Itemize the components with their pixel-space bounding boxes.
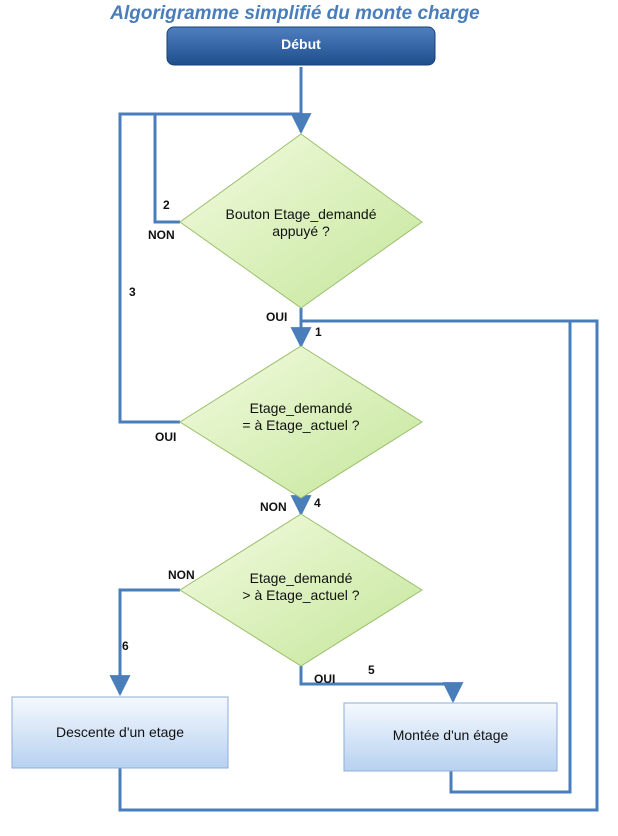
branch-label-d2-oui: OUI <box>155 430 177 444</box>
montee-label: Montée d'un étage <box>392 727 509 743</box>
decision3-text: Etage_demandé > à Etage_actuel ? <box>201 570 401 604</box>
process-descente <box>11 696 229 769</box>
branch-label-d1-non: NON <box>148 228 175 242</box>
branch-label-d2-non: NON <box>260 500 287 514</box>
decision-floor-equal <box>179 345 423 499</box>
decision1-line2: appuyé ? <box>272 223 330 239</box>
branch-label-d3-oui: OUI <box>314 672 336 686</box>
start-label: Début <box>281 36 321 52</box>
decision-button-pressed <box>179 133 423 309</box>
decision2-line1: Etage_demandé <box>249 400 353 416</box>
connector-descente-return <box>118 319 599 812</box>
connector-d3-yes-to-montee <box>299 666 464 704</box>
decision-floor-greater <box>179 513 423 667</box>
connector-d3-no-to-descente <box>109 588 180 697</box>
decision2-line2: = à Etage_actuel ? <box>242 417 360 433</box>
path-number-1: 1 <box>315 325 322 339</box>
decision2-text: Etage_demandé = à Etage_actuel ? <box>201 400 401 434</box>
decision1-line1: Bouton Etage_demandé <box>225 206 377 222</box>
decision1-text: Bouton Etage_demandé appuyé ? <box>201 206 401 240</box>
path-number-2: 2 <box>163 198 170 212</box>
descente-label: Descente d'un etage <box>56 724 184 740</box>
connector-d1-no-loop <box>153 112 301 224</box>
path-number-5: 5 <box>368 663 375 677</box>
process-montee <box>343 702 558 772</box>
decision3-line2: > à Etage_actuel ? <box>242 587 360 603</box>
start-node <box>166 26 436 66</box>
connector-d2-yes-loop <box>118 112 180 424</box>
connector-montee-return <box>301 319 572 794</box>
path-number-6: 6 <box>122 639 129 653</box>
path-number-4: 4 <box>314 496 321 510</box>
path-number-3: 3 <box>129 285 136 299</box>
decision3-line1: Etage_demandé <box>249 570 353 586</box>
diagram-title: Algorigramme simplifié du monte charge <box>110 3 480 24</box>
branch-label-d1-oui: OUI <box>266 310 288 324</box>
branch-label-d3-non: NON <box>168 568 195 582</box>
